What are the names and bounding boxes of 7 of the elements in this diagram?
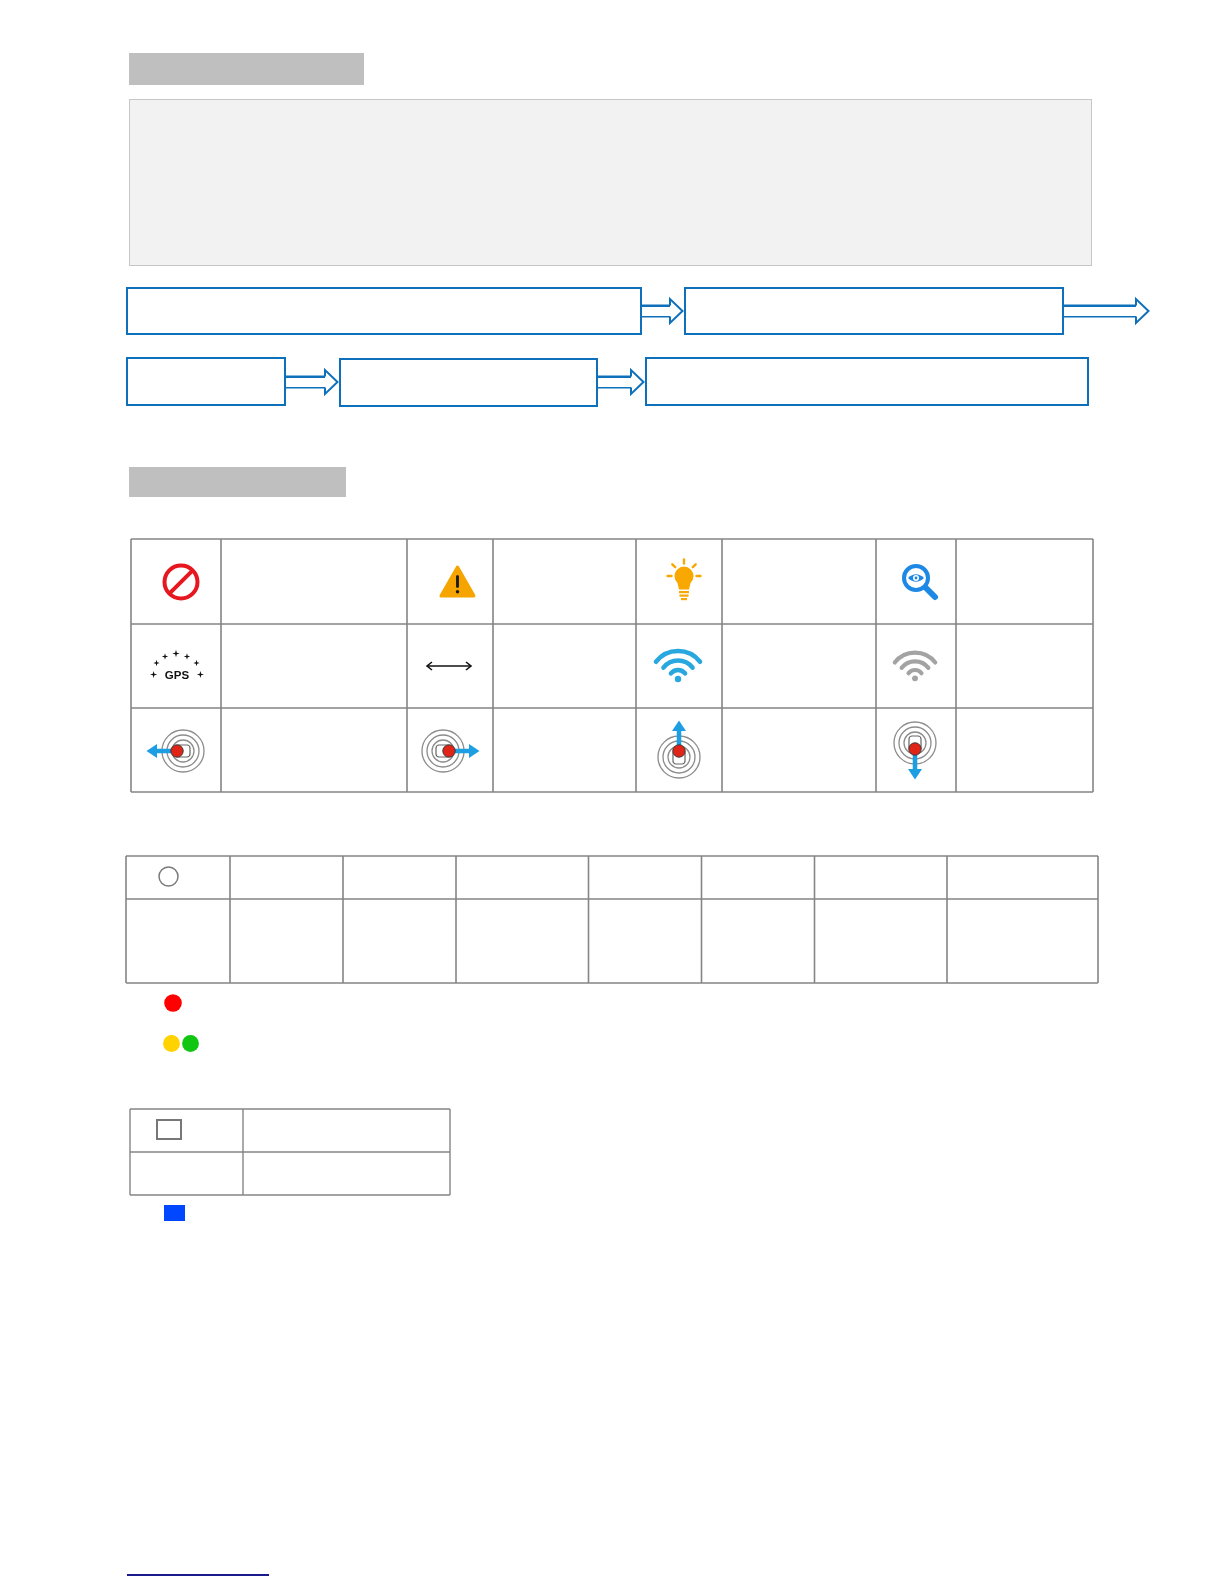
process-box	[339, 358, 598, 407]
process-box	[645, 357, 1089, 406]
process-box	[126, 357, 286, 406]
heading-bar	[129, 467, 346, 497]
process-box	[126, 287, 642, 335]
process-box	[684, 287, 1064, 335]
heading-bar	[129, 53, 364, 85]
